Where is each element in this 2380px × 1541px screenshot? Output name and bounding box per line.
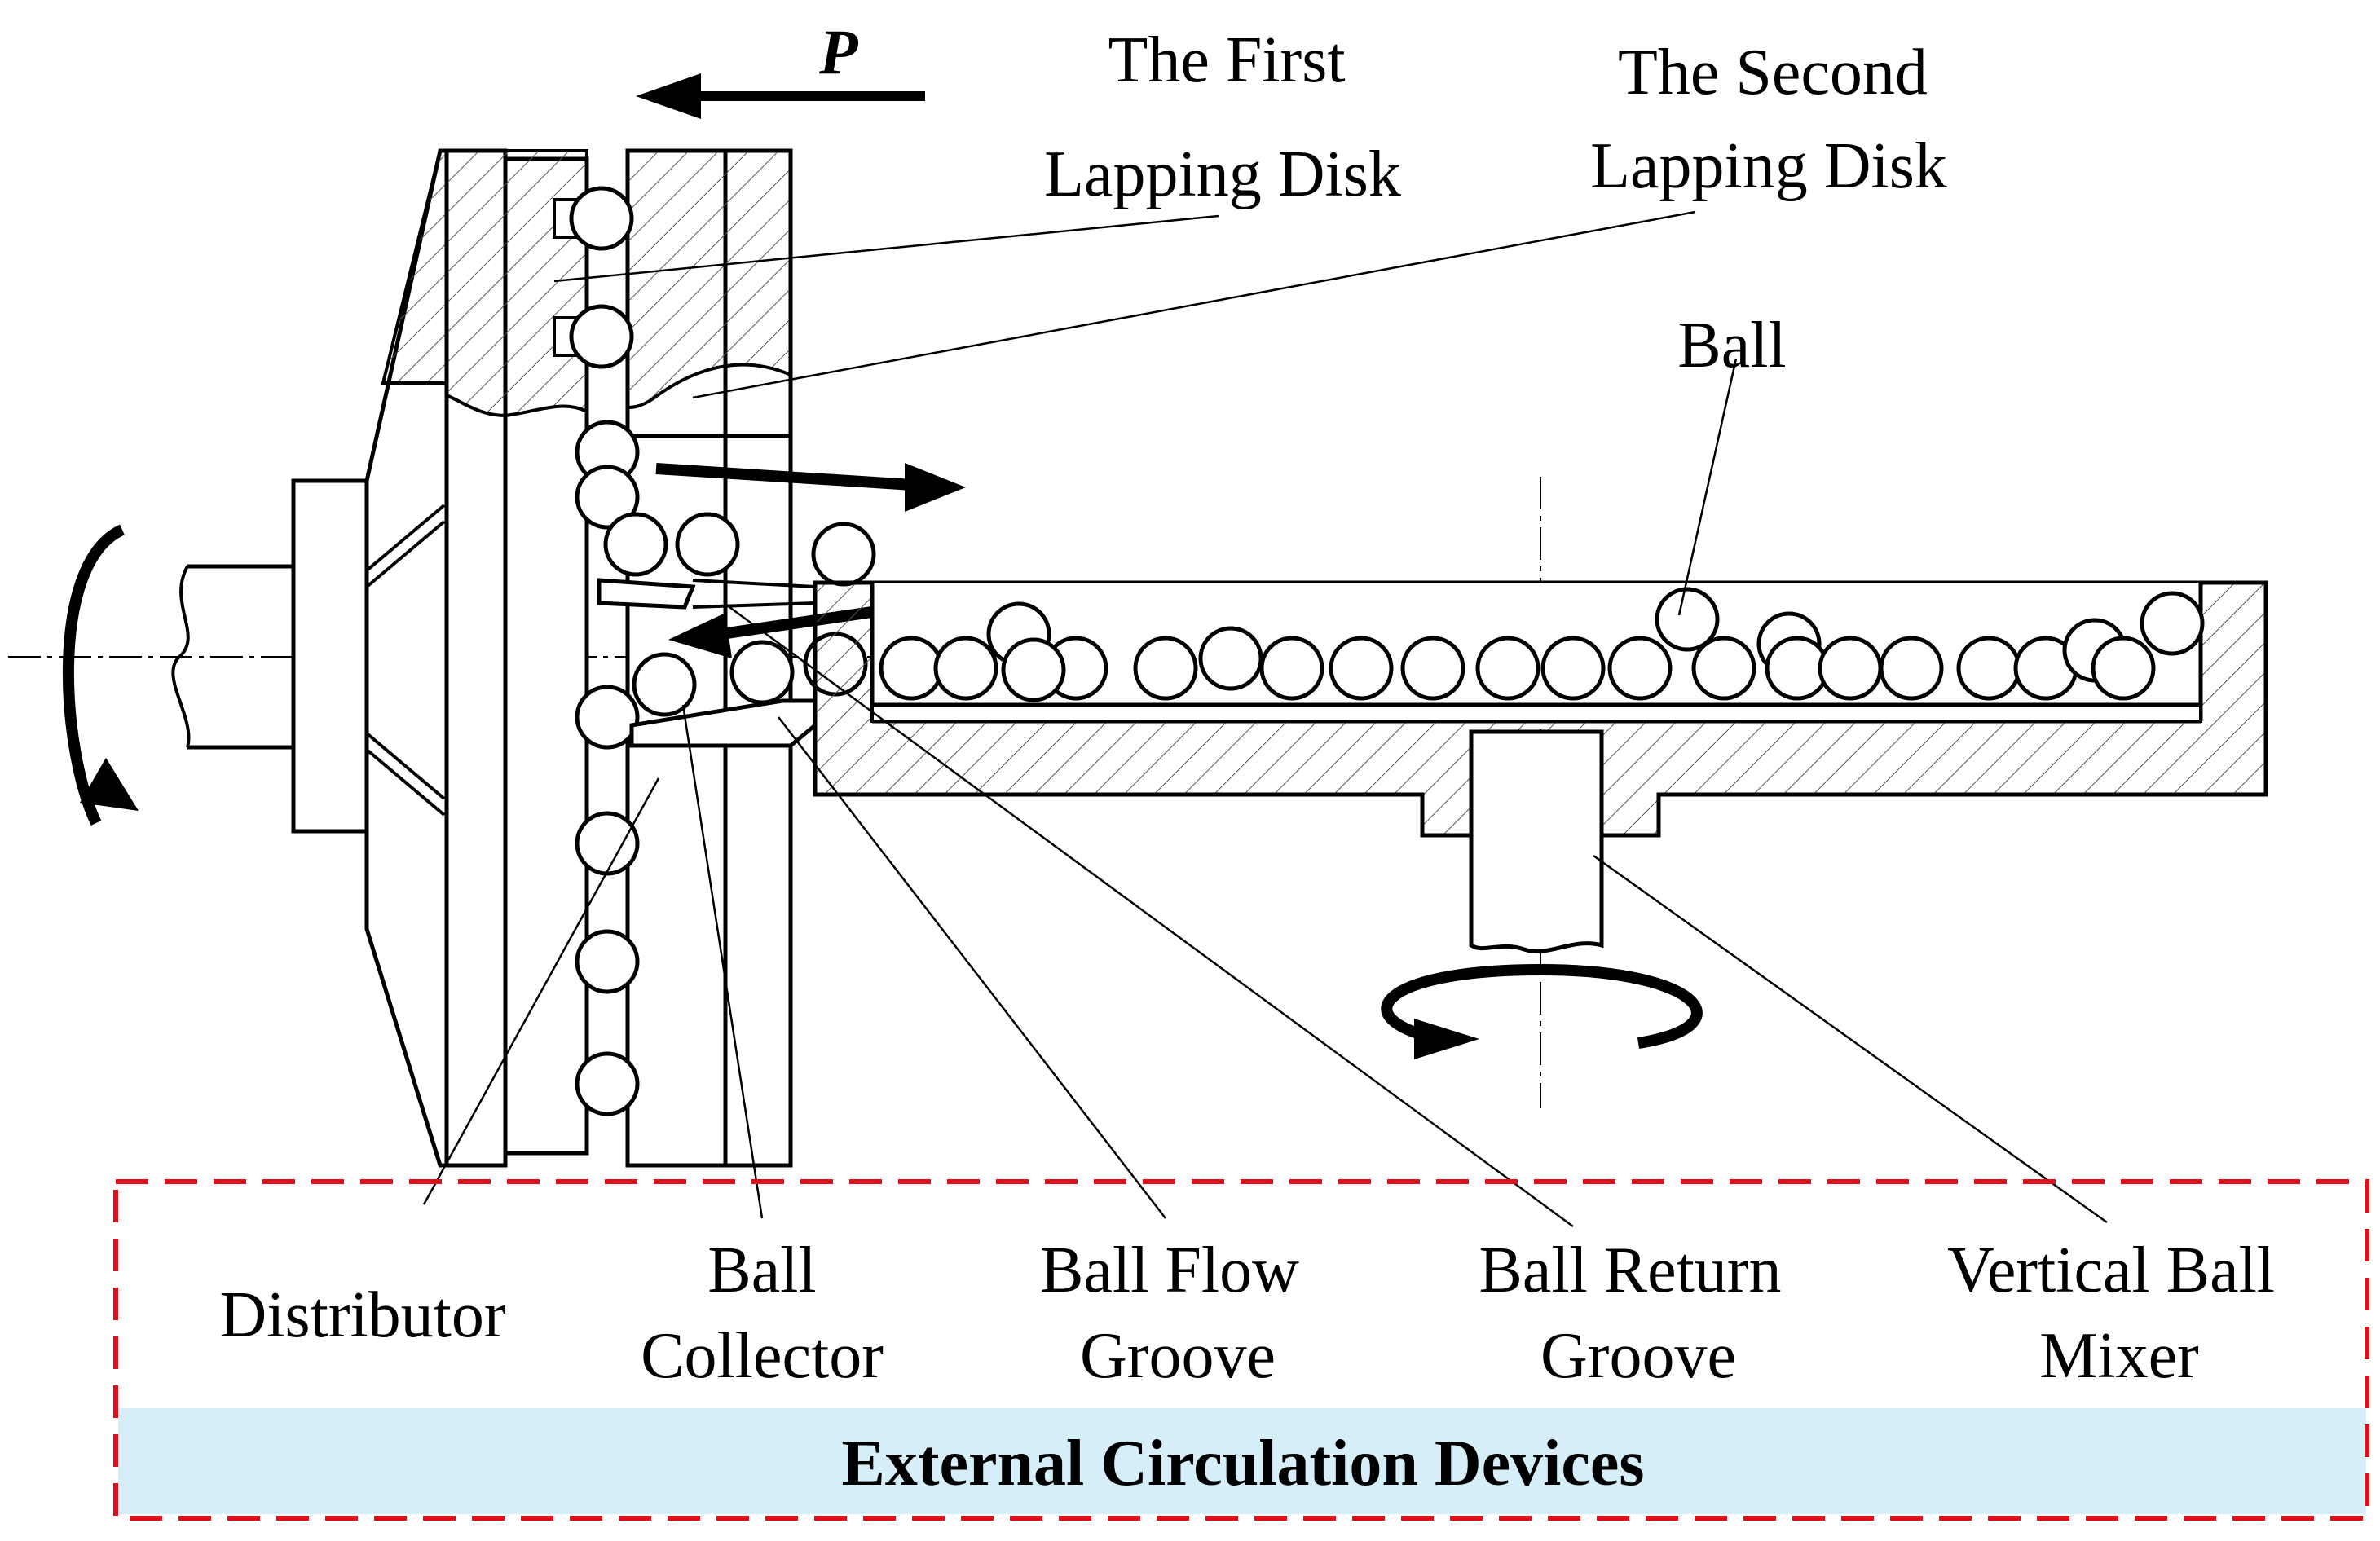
- ball-collector-label: Ball Collector: [641, 1235, 884, 1392]
- external-devices-dashed-box: [113, 1179, 2369, 1521]
- force-arrow-icon: [636, 73, 925, 119]
- disk-ball-column: [569, 186, 640, 1116]
- first-lapping-disk: [444, 148, 589, 1168]
- distributor-label: Distributor: [219, 1279, 505, 1351]
- ball-label: Ball: [1677, 310, 1786, 381]
- rotation-arrow-mixer-icon: [1381, 963, 1703, 1059]
- second-disk-label: The Second Lapping Disk: [1590, 37, 1947, 202]
- ball-collector: [597, 578, 818, 748]
- first-disk-label: The First Lapping Disk: [1044, 24, 1401, 210]
- mixer-balls: [879, 587, 2205, 702]
- external-devices-banner-fill: [118, 1408, 2366, 1514]
- force-label: P: [818, 16, 859, 87]
- ball-return-groove-label: Ball Return Groove: [1479, 1235, 1797, 1392]
- ball-flow-groove-label: Ball Flow Groove: [1040, 1235, 1316, 1392]
- drive-shaft: [171, 564, 293, 750]
- vertical-ball-mixer-label: Vertical Ball Mixer: [1947, 1235, 2291, 1392]
- external-devices-title: External Circulation Devices: [841, 1428, 1644, 1499]
- outflow-arrow-icon: [655, 463, 966, 512]
- rotation-arrow-left-icon: [62, 524, 139, 826]
- leader-lines: [422, 210, 2108, 1228]
